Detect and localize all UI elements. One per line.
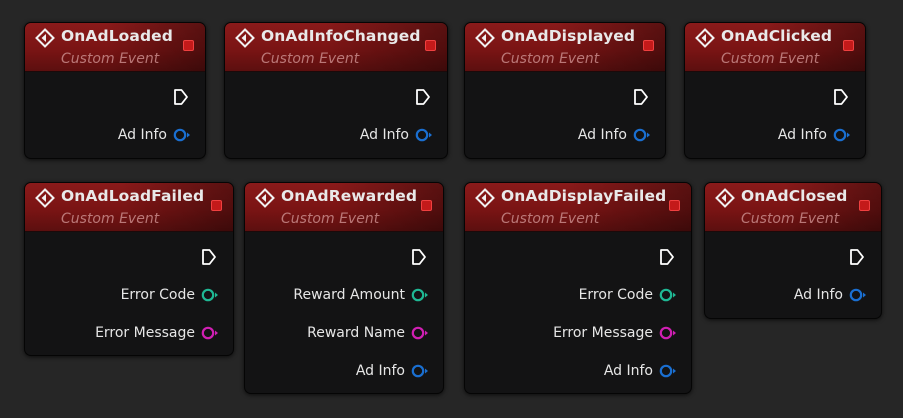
pin-label: Ad Info [793, 287, 843, 303]
pin-row[interactable]: Ad Info [118, 125, 191, 145]
delegate-output-pin[interactable] [183, 40, 194, 51]
event-icon [255, 188, 275, 208]
node-subtitle: Custom Event [61, 211, 160, 227]
node-subtitle: Custom Event [741, 211, 840, 227]
node-title: OnAdInfoChanged [261, 27, 421, 45]
exec-output-pin[interactable] [659, 248, 675, 266]
pin-row[interactable]: Reward Amount [293, 285, 429, 305]
node-title: OnAdLoaded [61, 27, 173, 45]
event-icon [235, 28, 255, 48]
pin-label: Ad Info [117, 127, 167, 143]
pin-row[interactable]: Error Message [553, 323, 677, 343]
exec-output-pin[interactable] [633, 88, 649, 106]
node-subtitle: Custom Event [721, 51, 820, 67]
node-subtitle: Custom Event [501, 211, 600, 227]
event-icon [695, 28, 715, 48]
struct-pin-icon[interactable] [173, 128, 191, 142]
pin-label: Ad Info [355, 363, 405, 379]
event-icon [35, 188, 55, 208]
node-title: OnAdRewarded [281, 187, 418, 205]
node-subtitle: Custom Event [261, 51, 360, 67]
pin-row[interactable]: Error Message [95, 323, 219, 343]
pin-label: Ad Info [359, 127, 409, 143]
delegate-output-pin[interactable] [843, 40, 854, 51]
node-title: OnAdClicked [721, 27, 833, 45]
pin-row[interactable]: Error Code [121, 285, 219, 305]
struct-pin-icon[interactable] [833, 128, 851, 142]
exec-output-pin[interactable] [411, 248, 427, 266]
pin-label: Error Message [553, 325, 653, 341]
event-icon [475, 188, 495, 208]
node-title: OnAdLoadFailed [61, 187, 205, 205]
pin-label: Error Code [120, 287, 195, 303]
node-title: OnAdDisplayFailed [501, 187, 667, 205]
int-pin-icon[interactable] [201, 288, 219, 302]
delegate-output-pin[interactable] [425, 40, 436, 51]
pin-row[interactable]: Ad Info [578, 125, 651, 145]
exec-output-pin[interactable] [849, 248, 865, 266]
struct-pin-icon[interactable] [849, 288, 867, 302]
delegate-output-pin[interactable] [669, 200, 680, 211]
exec-output-pin[interactable] [415, 88, 431, 106]
string-pin-icon[interactable] [411, 326, 429, 340]
pin-row[interactable]: Ad Info [356, 361, 429, 381]
delegate-output-pin[interactable] [421, 200, 432, 211]
event-icon [35, 28, 55, 48]
delegate-output-pin[interactable] [211, 200, 222, 211]
event-icon [475, 28, 495, 48]
string-pin-icon[interactable] [659, 326, 677, 340]
pin-row[interactable]: Ad Info [604, 361, 677, 381]
node-subtitle: Custom Event [501, 51, 600, 67]
struct-pin-icon[interactable] [633, 128, 651, 142]
pin-label: Reward Amount [293, 287, 405, 303]
pin-label: Ad Info [777, 127, 827, 143]
struct-pin-icon[interactable] [415, 128, 433, 142]
pin-row[interactable]: Ad Info [794, 285, 867, 305]
pin-row[interactable]: Ad Info [778, 125, 851, 145]
pin-row[interactable]: Ad Info [360, 125, 433, 145]
exec-output-pin[interactable] [201, 248, 217, 266]
node-title: OnAdDisplayed [501, 27, 636, 45]
int-pin-icon[interactable] [411, 288, 429, 302]
exec-output-pin[interactable] [173, 88, 189, 106]
pin-label: Reward Name [307, 325, 405, 341]
delegate-output-pin[interactable] [859, 200, 870, 211]
pin-label: Ad Info [603, 363, 653, 379]
delegate-output-pin[interactable] [643, 40, 654, 51]
string-pin-icon[interactable] [201, 326, 219, 340]
int-pin-icon[interactable] [659, 288, 677, 302]
node-subtitle: Custom Event [281, 211, 380, 227]
struct-pin-icon[interactable] [659, 364, 677, 378]
pin-label: Ad Info [577, 127, 627, 143]
exec-output-pin[interactable] [833, 88, 849, 106]
node-subtitle: Custom Event [61, 51, 160, 67]
pin-label: Error Message [95, 325, 195, 341]
pin-row[interactable]: Error Code [579, 285, 677, 305]
pin-row[interactable]: Reward Name [307, 323, 429, 343]
struct-pin-icon[interactable] [411, 364, 429, 378]
node-title: OnAdClosed [741, 187, 848, 205]
event-icon [715, 188, 735, 208]
pin-label: Error Code [578, 287, 653, 303]
